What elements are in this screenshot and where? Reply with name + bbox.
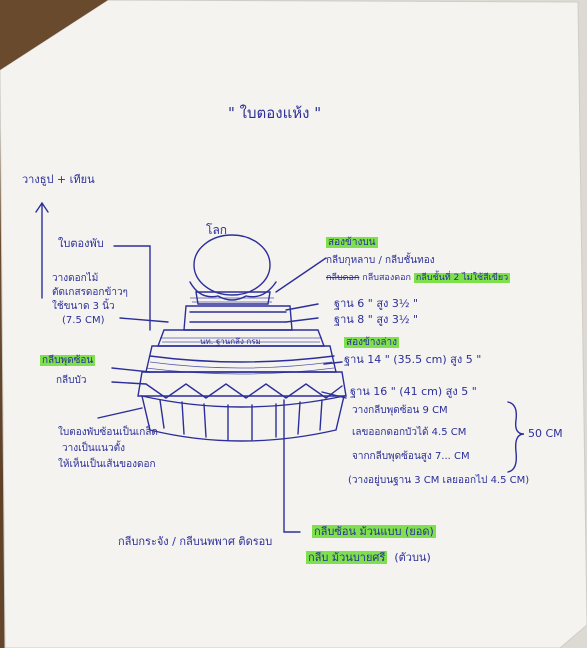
tier1-sketch xyxy=(183,305,293,331)
note-bottom-green-2: กลีบ ม้วนบายศรี (ตัวบน) xyxy=(306,551,431,564)
note-arrange-2: ตัดเกสรดอกข้าวๆ xyxy=(52,287,128,298)
note-flower-green: กลีบพุดซ้อน xyxy=(40,355,96,366)
note-arrange-4: (7.5 CM) xyxy=(62,315,105,326)
note-base-1: ฐาน 6 " สูง 3½ " xyxy=(334,297,419,310)
note-flower-petal: กลีบบัว xyxy=(56,375,87,386)
note-base-2: ฐาน 8 " สูง 3½ " xyxy=(334,313,419,326)
ball-sketch xyxy=(193,234,271,296)
note-bottom-left: กลีบกระจัง / กลีบนพพาศ ติดรอบ xyxy=(118,535,273,548)
note-leaf-3: ให้เห็นเป็นเส้นของดอก xyxy=(58,459,156,470)
note-candle: วางธูป + เทียน xyxy=(22,173,95,186)
note-leaf-2: วางเป็นแนวตั้ง xyxy=(62,443,125,454)
note-total-height: 50 CM xyxy=(528,427,563,440)
note-banana-leaf: ใบตองพับ xyxy=(58,237,104,250)
note-spec-2: เลขออกดอกบัวได้ 4.5 CM xyxy=(352,427,467,438)
note-arrange-1: วางดอกไม้ xyxy=(52,273,99,284)
note-spec-3: จากกลีบพุดซ้อนสูง 7... CM xyxy=(352,451,470,462)
note-top-right-2: กลีบดอก กลีบสองดอก กลีบชั้นที่ 2 ไม่ใช้ส… xyxy=(326,273,511,283)
note-top-right-green: สองข้างบน xyxy=(326,237,378,248)
page-title: " ใบตองแห้ง " xyxy=(228,104,322,122)
note-green-mid: สองข้างล่าง xyxy=(344,337,399,348)
note-spec-4: (วางอยู่บนฐาน 3 CM เลยออกไป 4.5 CM) xyxy=(348,475,530,486)
note-top-right-1: กลีบกุหลาบ / กลีบชั้นทอง xyxy=(326,255,435,266)
note-leaf-1: ใบตองพับซ้อนเป็นเกล็ด xyxy=(58,427,158,438)
note-spec-1: วางกลีบพุดซ้อน 9 CM xyxy=(352,405,448,416)
note-top-ball: โลก xyxy=(206,223,228,237)
note-base-4: ฐาน 16 " (41 cm) สูง 5 " xyxy=(350,385,477,398)
note-mid-label: นท. ฐานกลึง กรม xyxy=(200,337,261,346)
note-base-3: ฐาน 14 " (35.5 cm) สูง 5 " xyxy=(344,353,482,366)
note-bottom-green-1: กลีบซ้อน ม้วนแบบ (ยอด) xyxy=(312,525,436,538)
note-arrange-3: ใช้ขนาด 3 นิ้ว xyxy=(52,301,115,312)
skirt-sketch xyxy=(141,395,345,442)
